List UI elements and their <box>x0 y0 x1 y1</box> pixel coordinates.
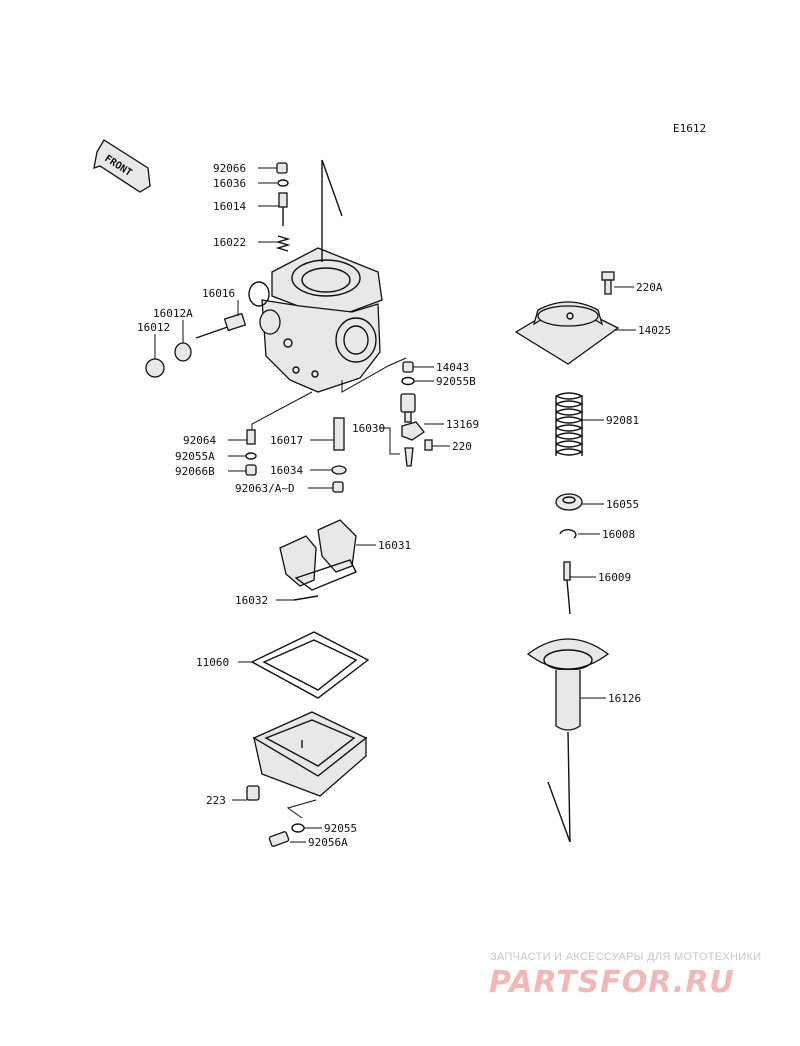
part-13169: 13169 <box>401 418 479 441</box>
part-16031: 16031 <box>279 519 411 591</box>
label-16031: 16031 <box>378 539 411 552</box>
label-16055: 16055 <box>606 498 639 511</box>
part-220: 220 <box>424 439 472 453</box>
label-16030: 16030 <box>352 422 385 435</box>
part-223: 223 <box>206 785 260 807</box>
label-14043: 14043 <box>436 361 469 374</box>
label-11060: 11060 <box>196 656 229 669</box>
part-16055: 16055 <box>555 493 639 511</box>
label-14025: 14025 <box>638 324 671 337</box>
label-92055A: 92055A <box>175 450 215 463</box>
part-16034: 16034 <box>270 464 347 477</box>
part-16036: 16036 <box>213 177 289 190</box>
label-16022: 16022 <box>213 236 246 249</box>
label-16012A: 16012A <box>153 307 193 320</box>
label-16036: 16036 <box>213 177 246 190</box>
part-16017: 16017 <box>270 417 345 451</box>
part-16014: 16014 <box>213 192 288 226</box>
part-92055A: 92055A <box>175 450 257 463</box>
label-16016: 16016 <box>202 287 235 300</box>
part-16009: 16009 <box>563 561 631 615</box>
part-16032: 16032 <box>235 594 319 607</box>
label-16017: 16017 <box>270 434 303 447</box>
part-16012: 16012 <box>137 321 170 378</box>
label-13169: 13169 <box>446 418 479 431</box>
label-92066: 92066 <box>213 162 246 175</box>
label-16034: 16034 <box>270 464 303 477</box>
label-92063: 92063/A~D <box>235 482 295 495</box>
part-14043: 14043 <box>402 361 469 374</box>
part-92066: 92066 <box>213 162 288 175</box>
part-16016: 16016 <box>195 287 247 339</box>
part-92064: 92064 <box>183 429 256 447</box>
label-92055B: 92055B <box>436 375 476 388</box>
label-16014: 16014 <box>213 200 246 213</box>
label-92056A: 92056A <box>308 836 348 849</box>
label-16009: 16009 <box>598 571 631 584</box>
part-92055B: 92055B <box>401 375 476 388</box>
part-16012A: 16012A <box>153 307 193 362</box>
part-11060: 11060 <box>196 631 370 699</box>
part-16126: 16126 <box>526 638 641 843</box>
front-arrow-icon: FRONT <box>93 139 151 193</box>
part-92063: 92063/A~D <box>235 481 344 495</box>
diagram-code: E1612 <box>673 122 706 135</box>
part-14025: 14025 <box>514 301 671 365</box>
label-92066B: 92066B <box>175 465 215 478</box>
part-16022: 16022 <box>213 235 291 252</box>
carburetor-body <box>248 159 383 393</box>
label-16032: 16032 <box>235 594 268 607</box>
watermark-tagline: ЗАПЧАСТИ И АКСЕССУАРЫ ДЛЯ МОТОТЕХНИКИ <box>490 951 762 963</box>
watermark-brand-logo: PARTSFOR.RU <box>489 965 735 1000</box>
label-16008: 16008 <box>602 528 635 541</box>
label-16126: 16126 <box>608 692 641 705</box>
part-92081: 92081 <box>555 392 639 456</box>
part-16030: 16030 <box>352 422 400 455</box>
label-92081: 92081 <box>606 414 639 427</box>
part-92056A: 92056A <box>268 831 348 849</box>
label-220A: 220A <box>636 281 663 294</box>
part-92055: 92055 <box>291 822 357 835</box>
label-223: 223 <box>206 794 226 807</box>
part-16008: 16008 <box>559 528 635 541</box>
part-92066B: 92066B <box>175 464 257 478</box>
float-bowl <box>252 711 368 797</box>
float-valve <box>400 393 416 467</box>
label-92064: 92064 <box>183 434 216 447</box>
label-92055: 92055 <box>324 822 357 835</box>
label-220: 220 <box>452 440 472 453</box>
part-220A: 220A <box>601 271 663 295</box>
label-16012: 16012 <box>137 321 170 334</box>
